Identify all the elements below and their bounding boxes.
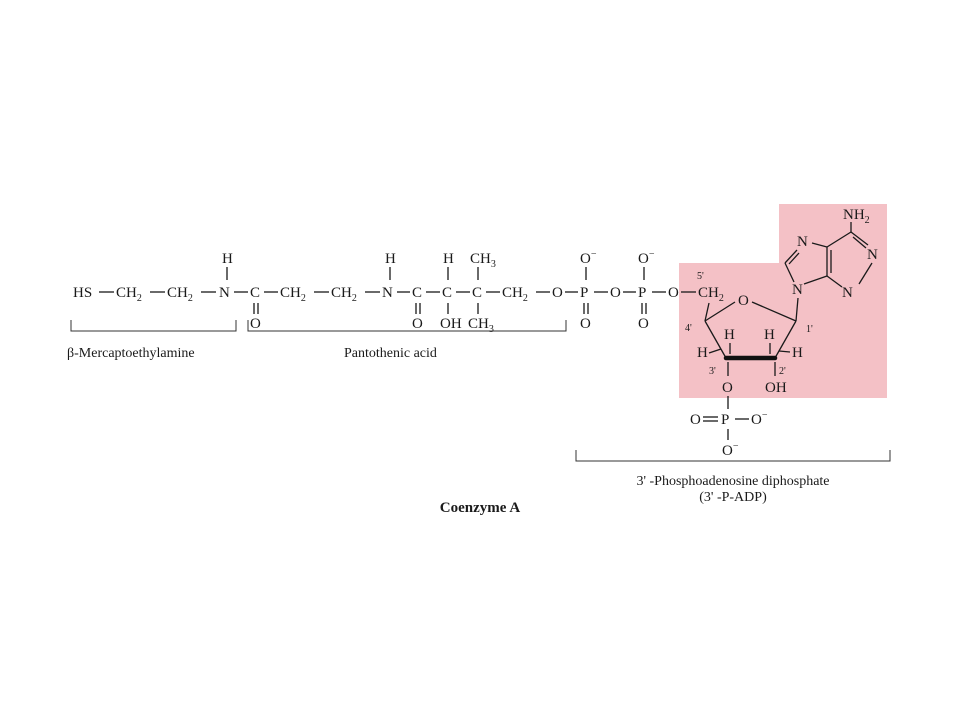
amide-h-1: H xyxy=(222,251,233,267)
quaternary-carbon: C xyxy=(472,285,482,301)
c2-hydroxyl: OH xyxy=(765,380,787,396)
phosphate3-o-double: O xyxy=(690,412,701,428)
c3-hydrogen: H xyxy=(724,327,735,343)
ch2-ribose: CH2 xyxy=(698,285,724,304)
ch2-3: CH2 xyxy=(280,285,306,304)
position-2prime: 2' xyxy=(779,366,786,377)
position-3prime: 3' xyxy=(709,366,716,377)
phosphate-o-double-2: O xyxy=(638,316,649,332)
phosphate-o-minus-1: O− xyxy=(580,249,597,267)
bridge-oxygen-3: O xyxy=(668,285,679,301)
phosphate-o-double-1: O xyxy=(580,316,591,332)
phosphate-o-minus-2: O− xyxy=(638,249,655,267)
ring-oxygen: O xyxy=(738,293,749,309)
methyl-top: CH3 xyxy=(470,251,496,270)
c3-oxygen: O xyxy=(722,380,733,396)
carbonyl-o-1: O xyxy=(250,316,261,332)
position-5prime: 5' xyxy=(697,271,704,282)
hydroxyl-carbon-h: H xyxy=(443,251,454,267)
position-1prime: 1' xyxy=(806,324,813,335)
label-mercaptoethylamine: β-Mercaptoethylamine xyxy=(67,346,195,361)
phosphorus-1: P xyxy=(580,285,588,301)
ribose-ring: O 4' 1' 3' 2' H H H H OH O xyxy=(685,293,813,396)
amide-h-2: H xyxy=(385,251,396,267)
n3-nitrogen: N xyxy=(842,285,853,301)
ch2-4: CH2 xyxy=(331,285,357,304)
phosphate3-o-minus-bottom: O− xyxy=(722,441,739,459)
bridge-oxygen-1: O xyxy=(552,285,563,301)
n1-nitrogen: N xyxy=(867,247,878,263)
phosphorus-3: P xyxy=(721,412,729,428)
diagram-title: Coenzyme A xyxy=(440,500,521,516)
ch2-5: CH2 xyxy=(502,285,528,304)
adenine-base: N N NH2 N N xyxy=(784,207,878,301)
bracket-mercaptoethylamine xyxy=(70,320,237,332)
amino-group: NH2 xyxy=(843,207,870,226)
phosphate3-o-minus-right: O− xyxy=(751,410,768,428)
hydroxyl-carbon: C xyxy=(442,285,452,301)
c2-hydrogen: H xyxy=(764,327,775,343)
n9-nitrogen: N xyxy=(792,282,803,298)
amide-n-1: N xyxy=(219,285,230,301)
segment-brackets xyxy=(70,320,891,462)
main-chain: HS CH2 CH2 N H C O CH2 CH2 N H C O C H O… xyxy=(73,249,724,335)
label-phosphoadenosine-line1: 3' -Phosphoadenosine diphosphate xyxy=(636,474,829,489)
c4-hydrogen: H xyxy=(697,345,708,361)
phosphorus-2: P xyxy=(638,285,646,301)
methyl-bottom: CH3 xyxy=(468,316,494,335)
bridge-oxygen-2: O xyxy=(610,285,621,301)
bracket-pantothenic-acid xyxy=(247,320,567,332)
hydroxyl-oh: OH xyxy=(440,316,462,332)
three-prime-phosphate: O P O− O− xyxy=(690,396,768,459)
amide-n-2: N xyxy=(382,285,393,301)
ch2-1: CH2 xyxy=(116,285,142,304)
label-phosphoadenosine-line2: (3' -P-ADP) xyxy=(699,490,767,505)
ch2-2: CH2 xyxy=(167,285,193,304)
carbonyl-o-2: O xyxy=(412,316,423,332)
position-4prime: 4' xyxy=(685,323,692,334)
c1-hydrogen: H xyxy=(792,345,803,361)
carbonyl-c-1: C xyxy=(250,285,260,301)
thiol-group: HS xyxy=(73,285,92,301)
label-pantothenic-acid: Pantothenic acid xyxy=(344,346,437,361)
n7-nitrogen: N xyxy=(797,234,808,250)
carbonyl-c-2: C xyxy=(412,285,422,301)
bracket-phosphoadenosine xyxy=(575,450,891,462)
adp-highlight-region xyxy=(679,204,887,398)
